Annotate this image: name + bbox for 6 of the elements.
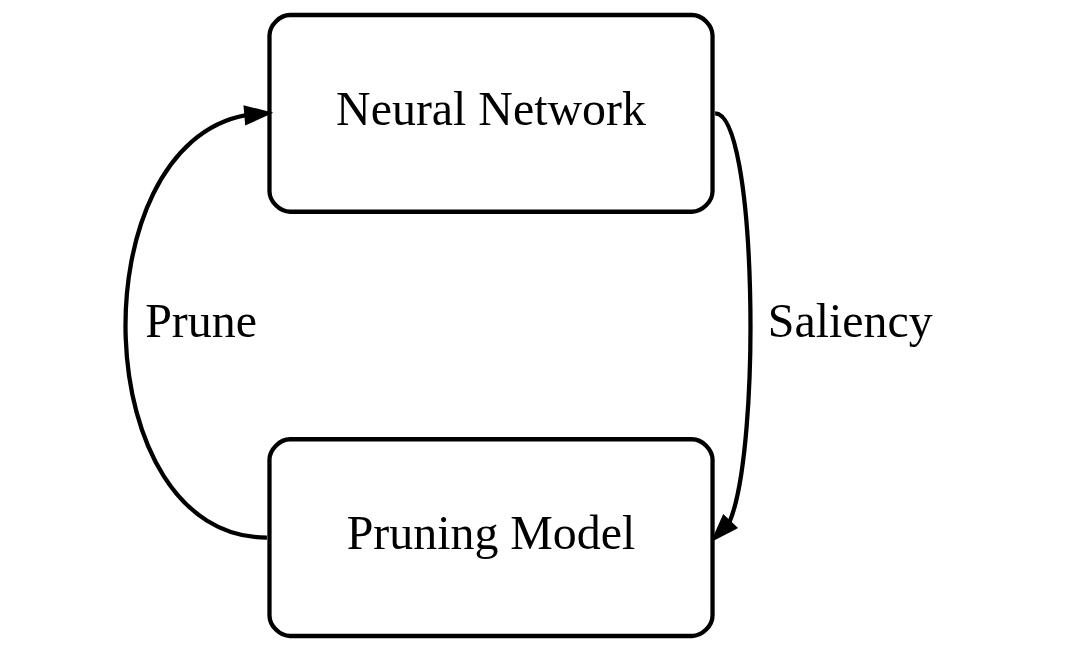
arrow (123, 105, 273, 540)
arrow (710, 111, 753, 543)
node-box: Pruning Model (266, 437, 715, 639)
edge-label: Saliency (767, 294, 933, 348)
node-box: Neural Network (266, 12, 715, 214)
edge-label: Prune (144, 294, 257, 348)
